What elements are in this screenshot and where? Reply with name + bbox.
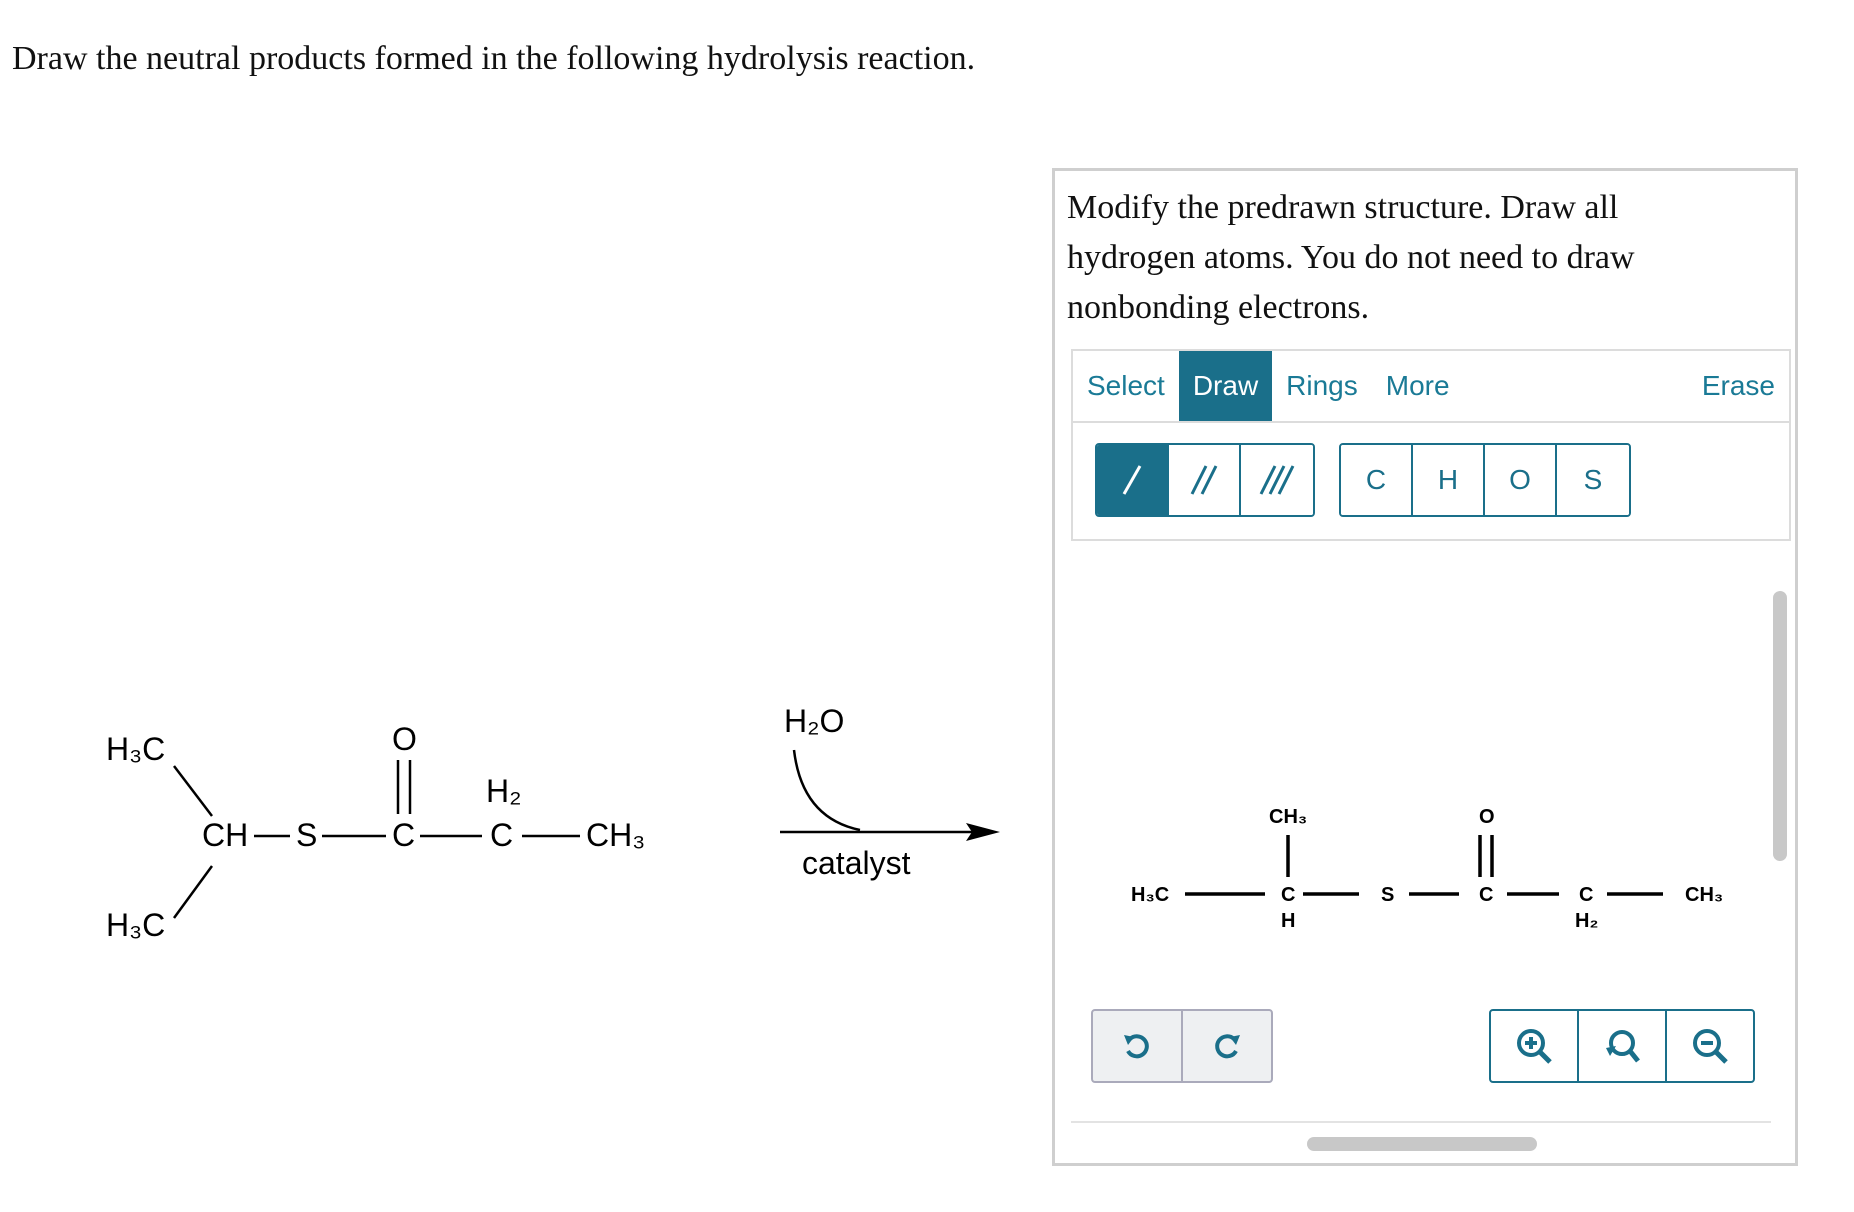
struct-h1-label[interactable]: H (1281, 910, 1295, 932)
carbonyl-c-label: C (392, 817, 415, 853)
horizontal-scrollbar[interactable] (1307, 1137, 1537, 1151)
tab-more[interactable]: More (1385, 370, 1450, 401)
toolbar-spacer (1464, 351, 1688, 421)
double-bond-icon (1190, 465, 1218, 495)
single-bond-icon (1122, 465, 1142, 495)
zoom-controls (1489, 1009, 1755, 1083)
tool-subbar: C H O S (1071, 423, 1791, 541)
reaction-scheme: H₃C H₃C CH S C O H₂ C CH₃ H₂O catalyst (90, 690, 1010, 990)
atom-h-button[interactable]: H (1413, 445, 1485, 515)
reactant-bonds (172, 760, 580, 919)
struct-bonds[interactable] (1185, 835, 1663, 896)
zoom-in-button[interactable] (1491, 1011, 1579, 1081)
reagent-curve (792, 749, 861, 832)
vertical-scrollbar[interactable] (1773, 591, 1787, 861)
struct-c1-label[interactable]: C (1281, 884, 1295, 906)
struct-c2-label[interactable]: C (1479, 884, 1493, 906)
undo-icon (1124, 1034, 1149, 1059)
struct-s-label[interactable]: S (1381, 884, 1394, 906)
question-text: Draw the neutral products formed in the … (12, 40, 976, 77)
tab-select[interactable]: Select (1087, 370, 1165, 401)
zoom-reset-button[interactable] (1579, 1011, 1667, 1081)
zoom-out-icon (1693, 1029, 1728, 1064)
erase-button[interactable]: Erase (1701, 370, 1775, 401)
zoom-out-button[interactable] (1667, 1011, 1753, 1081)
single-bond-button[interactable] (1097, 445, 1169, 515)
tab-rings[interactable]: Rings (1286, 370, 1358, 401)
history-controls (1091, 1009, 1273, 1083)
oxygen-label: O (392, 721, 417, 757)
condition-label: catalyst (802, 845, 911, 881)
zoom-in-icon (1517, 1029, 1552, 1064)
ch3-label: CH₃ (586, 817, 645, 853)
structure-editor: Modify the predrawn structure. Draw all … (1052, 168, 1798, 1166)
triple-bond-button[interactable] (1241, 445, 1313, 515)
ch-label: CH (202, 817, 248, 853)
h2-label: H₂ (486, 773, 522, 809)
reagent-label: H₂O (784, 703, 844, 739)
double-bond-button[interactable] (1169, 445, 1241, 515)
reaction-arrow-head (966, 823, 1000, 841)
struct-ch3-top-label[interactable]: CH₃ (1269, 806, 1307, 828)
drawing-canvas[interactable]: H₃C CH₃ C H S O C C H₂ CH₃ (1071, 541, 1771, 1141)
atom-tools: C H O S (1339, 443, 1631, 517)
editor-instructions: Modify the predrawn structure. Draw all … (1067, 189, 1635, 326)
canvas-bottom-divider (1071, 1121, 1771, 1123)
redo-icon (1215, 1034, 1240, 1059)
struct-ch3-end-label[interactable]: CH₃ (1685, 884, 1723, 906)
atom-o-button[interactable]: O (1485, 445, 1557, 515)
atom-s-button[interactable]: S (1557, 445, 1629, 515)
struct-c3-label[interactable]: C (1579, 884, 1593, 906)
h3c-bottom-label: H₃C (106, 907, 165, 943)
struct-h3c-label[interactable]: H₃C (1131, 884, 1169, 906)
bond-tools (1095, 443, 1315, 517)
s-label: S (296, 817, 317, 853)
struct-h2-label[interactable]: H₂ (1575, 910, 1598, 932)
h3c-top-label: H₃C (106, 731, 165, 767)
tab-draw[interactable]: Draw (1178, 351, 1273, 421)
atom-c-button[interactable]: C (1341, 445, 1413, 515)
redo-button[interactable] (1183, 1011, 1271, 1081)
triple-bond-icon (1259, 465, 1295, 495)
struct-o-label[interactable]: O (1479, 806, 1495, 828)
methylene-c-label: C (490, 817, 513, 853)
editor-toolbar: Select Draw Rings More Erase (1071, 349, 1791, 423)
zoom-reset-icon (1606, 1030, 1640, 1063)
undo-button[interactable] (1093, 1011, 1183, 1081)
